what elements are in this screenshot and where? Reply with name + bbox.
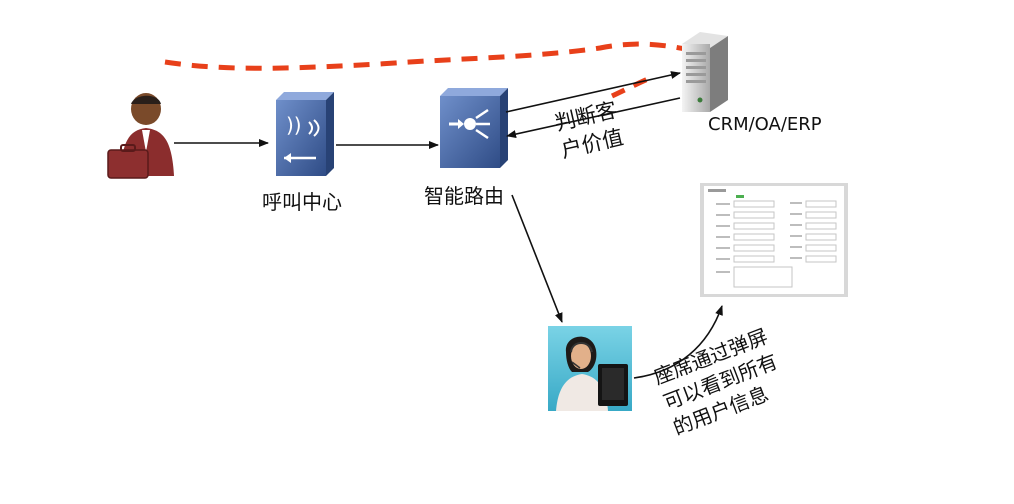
dashed-data-path [164, 41, 691, 71]
crm-screen-form-icon [700, 183, 848, 297]
arrow-server-to-router [506, 97, 681, 138]
router-icon [440, 88, 508, 168]
dashed-data-path-tail [610, 73, 656, 99]
server-tower-icon [682, 32, 728, 112]
arrow-agent-to-screen [633, 305, 723, 379]
call-agent-headset-icon [548, 326, 632, 411]
businessman-with-briefcase-icon [107, 93, 174, 179]
call-center-device-icon: )) [276, 92, 334, 176]
arrow-router-to-server [505, 71, 681, 113]
smart-router-label: 智能路由 [424, 184, 504, 208]
arrow-router-to-agent [511, 194, 563, 323]
svg-text:)): )) [286, 113, 302, 137]
crm-server-label: CRM/OA/ERP [708, 114, 822, 135]
call-center-label: 呼叫中心 [262, 190, 342, 214]
